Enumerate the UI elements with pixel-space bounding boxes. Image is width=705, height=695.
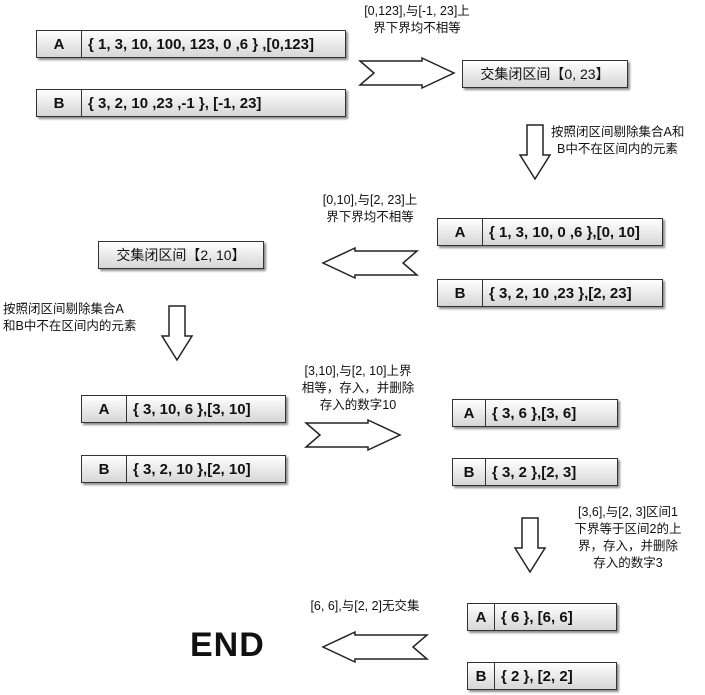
down-arrow-icon [513, 517, 547, 574]
set-a-step4: A { 3, 6 },[3, 6] [452, 399, 618, 427]
set-b-step1: B { 3, 2, 10 ,23 ,-1 }, [-1, 23] [36, 89, 346, 117]
set-a-value: { 3, 6 },[3, 6] [492, 404, 577, 422]
compare-note-line: 界下界均不相等 [373, 21, 461, 35]
end-label: END [190, 626, 265, 664]
compare-note-step1: [0,123],与[-1, 23]上 界下界均不相等 [352, 3, 482, 37]
filter-note-step2: 按照闭区间剔除集合A和 B中不在区间内的元素 [551, 124, 684, 158]
left-arrow-icon [321, 630, 430, 664]
right-arrow-icon [357, 56, 456, 90]
compare-note-step5: [6, 6],与[2, 2]无交集 [310, 599, 420, 613]
set-a-label: A [82, 396, 127, 422]
set-b-value: { 3, 2, 10 ,23 ,-1 }, [-1, 23] [88, 94, 262, 112]
right-arrow-icon [303, 418, 402, 452]
compare-note-step4: [3,6],与[2, 3]区间1 下界等于区间2的上 界，存入，并删除 存入的数… [558, 504, 698, 572]
compare-note-line: [3,6],与[2, 3]区间1 [577, 505, 679, 519]
set-b-label: B [82, 456, 127, 482]
intersection-result-step2: 交集闭区间【2, 10】 [98, 241, 264, 269]
filter-note-line: B中不在区间内的元素 [557, 142, 678, 156]
set-a-label: A [37, 31, 82, 57]
set-a-step3: A { 3, 10, 6 },[3, 10] [81, 395, 286, 423]
down-arrow-icon [160, 305, 194, 362]
set-b-label: B [468, 663, 495, 689]
set-b-label: B [438, 280, 483, 306]
set-a-step2: A { 1, 3, 10, 0 ,6 },[0, 10] [437, 218, 663, 246]
set-a-value: { 6 }, [6, 6] [501, 608, 573, 626]
set-b-step3: B { 3, 2, 10 },[2, 10] [81, 455, 286, 483]
set-a-label: A [438, 219, 483, 245]
set-b-label: B [453, 459, 486, 485]
filter-note-step3: 按照闭区间剔除集合A 和B中不在区间内的元素 [3, 301, 136, 335]
intersection-result-step1: 交集闭区间【0, 23】 [462, 60, 628, 88]
set-b-value: { 3, 2, 10 ,23 },[2, 23] [489, 284, 632, 302]
compare-note-step3: [3,10],与[2, 10]上界 相等，存入，并删除 存入的数字10 [288, 363, 428, 414]
set-a-value: { 1, 3, 10, 0 ,6 },[0, 10] [489, 223, 640, 241]
compare-note-line: 界，存入，并删除 [577, 539, 678, 553]
set-b-step4: B { 3, 2 },[2, 3] [452, 458, 618, 486]
compare-note-line: 相等，存入，并删除 [301, 381, 415, 395]
set-a-step1: A { 1, 3, 10, 100, 123, 0 ,6 } ,[0,123] [36, 30, 346, 58]
set-a-value: { 3, 10, 6 },[3, 10] [133, 400, 251, 418]
left-arrow-icon [321, 246, 420, 280]
filter-note-line: 和B中不在区间内的元素 [3, 319, 137, 333]
compare-note-line: 界下界均不相等 [326, 210, 414, 224]
set-a-step5: A { 6 }, [6, 6] [467, 603, 617, 631]
set-a-value: { 1, 3, 10, 100, 123, 0 ,6 } ,[0,123] [88, 35, 314, 53]
compare-note-step2: [0,10],与[2, 23]上 界下界均不相等 [305, 192, 435, 226]
set-b-value: { 3, 2, 10 },[2, 10] [133, 460, 251, 478]
compare-note-line: [0,123],与[-1, 23]上 [364, 4, 470, 18]
set-b-step2: B { 3, 2, 10 ,23 },[2, 23] [437, 279, 663, 307]
set-b-label: B [37, 90, 82, 116]
down-arrow-icon [518, 124, 552, 181]
compare-note-line: 下界等于区间2的上 [574, 522, 682, 536]
filter-note-line: 按照闭区间剔除集合A [3, 302, 124, 316]
compare-note-line: [0,10],与[2, 23]上 [322, 193, 418, 207]
set-b-step5: B { 2 }, [2, 2] [467, 662, 617, 690]
set-b-value: { 2 }, [2, 2] [501, 667, 573, 685]
set-b-value: { 3, 2 },[2, 3] [492, 463, 577, 481]
set-a-label: A [453, 400, 486, 426]
set-a-label: A [468, 604, 495, 630]
compare-note-line: 存入的数字3 [593, 556, 663, 570]
compare-note-line: [3,10],与[2, 10]上界 [304, 364, 412, 378]
filter-note-line: 按照闭区间剔除集合A和 [551, 125, 685, 139]
compare-note-line: 存入的数字10 [319, 398, 397, 412]
